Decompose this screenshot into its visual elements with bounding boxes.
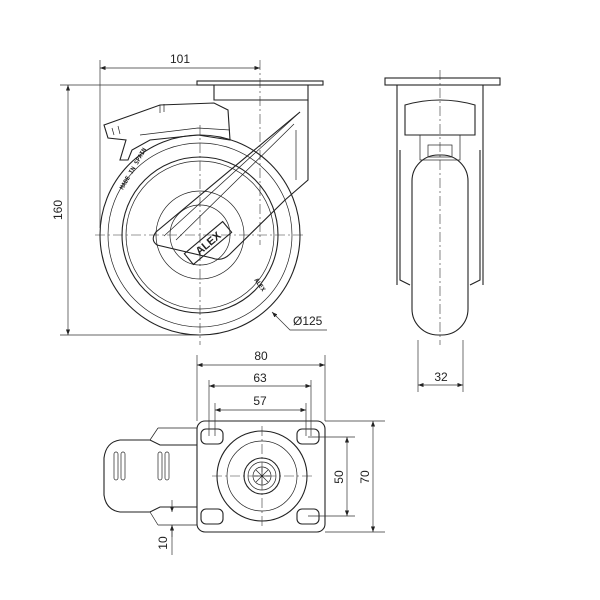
dim-wheel-diameter: Ø125 — [293, 314, 323, 328]
top-view: 80 63 57 50 70 10 — [103, 349, 385, 555]
brake-pedal-top — [103, 427, 197, 526]
dim-hole-outer: 63 — [253, 371, 267, 385]
brake-lever-side — [103, 102, 231, 161]
bolt-holes — [200, 428, 320, 525]
side-view: ALEX MADE IN SPAIN ALEX 101 160 Ø125 — [51, 52, 327, 345]
dim-offset: 101 — [170, 52, 190, 66]
dim-plate-height: 70 — [358, 470, 372, 484]
dim-hole-spacing: 50 — [332, 470, 346, 484]
mounting-plate — [196, 420, 326, 533]
dim-wheel-width: 32 — [434, 370, 448, 384]
front-view: 32 — [384, 70, 501, 392]
top-plate-front — [384, 77, 501, 86]
dim-height: 160 — [51, 200, 65, 220]
dim-hole-inner: 57 — [253, 394, 267, 408]
top-plate-side — [196, 80, 324, 86]
wheel-marking: MADE IN SPAIN — [119, 146, 149, 191]
swivel-housing — [213, 85, 309, 101]
dim-plate-width: 80 — [254, 349, 268, 363]
dim-brake: 10 — [156, 536, 170, 550]
